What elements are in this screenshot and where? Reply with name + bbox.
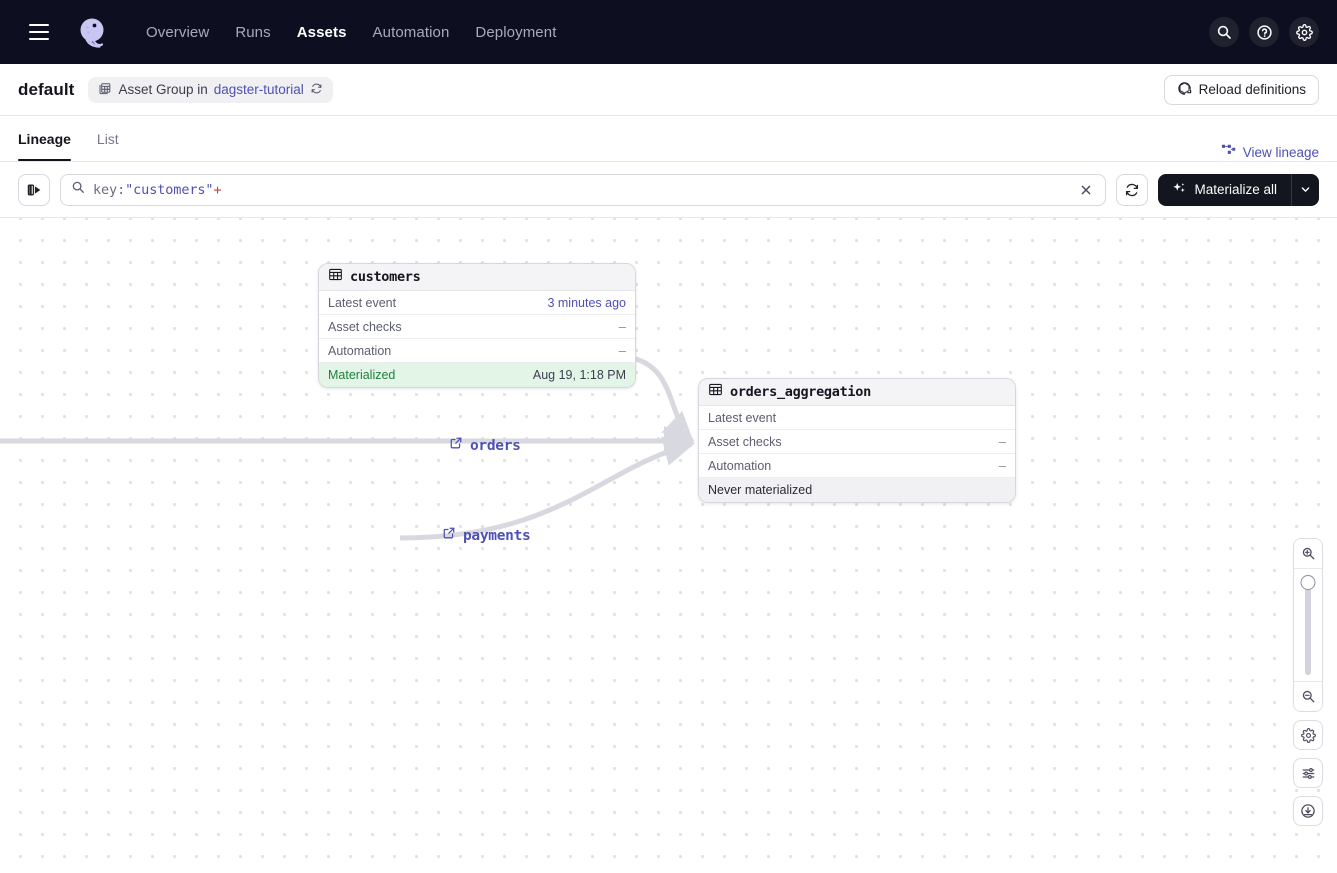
tabs-row: Lineage List View lineage [0, 116, 1337, 162]
zoom-out-icon[interactable] [1294, 681, 1322, 711]
page-title: default [18, 79, 75, 99]
asset-search-input[interactable]: key:"customers"+ [60, 173, 1107, 206]
search-icon[interactable] [1209, 17, 1239, 47]
asset-row-label: Asset checks [708, 434, 782, 449]
materialize-all-button-group: Materialize all [1158, 173, 1319, 206]
graph-edges [0, 355, 696, 541]
page-header: default Asset Group in dagster-tutorial [0, 64, 1337, 116]
asset-group-icon [98, 81, 112, 98]
graph-options-icon[interactable] [1293, 758, 1323, 788]
asset-row-label: Latest event [328, 295, 397, 310]
view-lineage-label: View lineage [1242, 144, 1319, 160]
zoom-slider-thumb[interactable] [1300, 575, 1316, 590]
zoom-slider-stack [1293, 538, 1323, 712]
top-navigation-bar: Overview Runs Assets Automation Deployme… [0, 0, 1337, 64]
asset-row-automation: Automation – [319, 339, 635, 363]
edge-customers-to-orders-aggregation [631, 355, 695, 444]
asset-row-label: Asset checks [328, 319, 402, 334]
asset-row-value: – [998, 434, 1006, 449]
table-asset-icon [708, 382, 723, 402]
refresh-graph-button[interactable] [1116, 173, 1149, 206]
asset-row-latest-event: Latest event 3 minutes ago [319, 291, 635, 315]
help-icon[interactable] [1249, 17, 1279, 47]
graph-toolbar: key:"customers"+ [0, 162, 1337, 218]
asset-row-automation: Automation – [699, 454, 1015, 478]
asset-group-chip-prefix: Asset Group in [118, 82, 208, 97]
asset-row-value: Aug 19, 1:18 PM [532, 368, 626, 382]
sparkle-icon [1172, 181, 1187, 199]
nav-link-assets[interactable]: Assets [296, 23, 347, 41]
edge-payments-to-orders-aggregation [399, 436, 695, 541]
expand-sidebar-icon[interactable] [18, 173, 50, 206]
asset-row-label: Automation [708, 458, 772, 473]
asset-row-materialized: Materialized Aug 19, 1:18 PM [319, 363, 635, 387]
materialize-all-button[interactable]: Materialize all [1158, 173, 1291, 206]
tab-list-view[interactable]: List [96, 130, 119, 147]
nav-link-runs[interactable]: Runs [235, 23, 271, 41]
asset-row-label: Never materialized [708, 483, 813, 497]
settings-gear-icon[interactable] [1289, 17, 1319, 47]
asset-row-asset-checks: Asset checks – [699, 430, 1015, 454]
search-query-value: key:"customers"+ [93, 181, 222, 198]
query-operator-token: + [213, 181, 222, 198]
asset-node-header: customers [319, 264, 635, 291]
view-lineage-link[interactable]: View lineage [1221, 143, 1319, 161]
query-string-token: "customers" [125, 181, 214, 198]
lineage-graph-canvas[interactable]: customers Latest event 3 minutes ago Ass… [0, 218, 1337, 873]
materialize-options-chevron-down-icon[interactable] [1291, 173, 1319, 206]
asset-row-label: Automation [328, 343, 392, 358]
nav-link-overview[interactable]: Overview [146, 23, 210, 41]
asset-row-label: Materialized [328, 368, 396, 382]
clear-search-icon[interactable] [1077, 181, 1095, 199]
hamburger-menu-icon[interactable] [22, 15, 56, 49]
asset-node-title: orders_aggregation [730, 384, 871, 400]
materialize-all-label: Materialize all [1194, 182, 1277, 197]
search-icon [71, 180, 85, 199]
graph-settings-gear-icon[interactable] [1293, 720, 1323, 750]
external-asset-label: payments [463, 527, 531, 544]
primary-nav-links: Overview Runs Assets Automation Deployme… [146, 24, 556, 41]
asset-row-value: – [618, 319, 626, 334]
zoom-in-icon[interactable] [1294, 539, 1322, 569]
recenter-target-icon[interactable] [1293, 796, 1323, 826]
asset-node-title: customers [350, 269, 421, 285]
asset-row-value: – [618, 343, 626, 358]
lineage-graph-icon [1221, 143, 1236, 161]
refresh-icon[interactable] [310, 82, 323, 98]
nav-link-deployment[interactable]: Deployment [475, 23, 557, 41]
reload-definitions-icon [1177, 81, 1192, 99]
asset-row-label: Latest event [708, 410, 777, 425]
asset-row-value[interactable]: 3 minutes ago [547, 295, 626, 310]
external-asset-label: orders [470, 437, 521, 454]
query-key-token: key: [93, 181, 126, 198]
table-asset-icon [328, 267, 343, 287]
reload-definitions-button[interactable]: Reload definitions [1163, 74, 1319, 105]
asset-row-latest-event: Latest event [699, 406, 1015, 430]
asset-row-value: – [998, 458, 1006, 473]
tab-lineage[interactable]: Lineage [18, 116, 71, 161]
zoom-slider[interactable] [1294, 569, 1322, 681]
external-link-icon [449, 436, 463, 455]
graph-zoom-controls [1293, 538, 1323, 826]
external-asset-payments[interactable]: payments [442, 526, 531, 545]
asset-node-customers[interactable]: customers Latest event 3 minutes ago Ass… [318, 263, 636, 388]
reload-definitions-label: Reload definitions [1198, 82, 1306, 97]
zoom-slider-track [1305, 575, 1311, 675]
asset-node-header: orders_aggregation [699, 379, 1015, 406]
nav-link-automation[interactable]: Automation [372, 23, 450, 41]
nav-actions [1209, 17, 1319, 47]
tab-list: Lineage List [18, 116, 119, 161]
external-asset-orders[interactable]: orders [449, 436, 521, 455]
asset-group-chip-link[interactable]: dagster-tutorial [213, 82, 304, 97]
asset-row-never-materialized: Never materialized [699, 478, 1015, 502]
external-link-icon [442, 526, 456, 545]
asset-node-orders-aggregation[interactable]: orders_aggregation Latest event Asset ch… [698, 378, 1016, 503]
dagster-logo-icon[interactable] [74, 14, 110, 50]
asset-row-asset-checks: Asset checks – [319, 315, 635, 339]
asset-group-chip[interactable]: Asset Group in dagster-tutorial [88, 76, 333, 103]
